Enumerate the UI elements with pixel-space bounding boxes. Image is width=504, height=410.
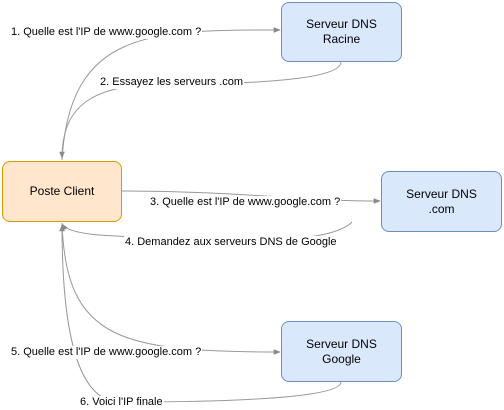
edge-5-label: 5. Quelle est l'IP de www.google.com ? bbox=[10, 346, 203, 359]
edge-4-label: 4. Demandez aux serveurs DNS de Google bbox=[124, 236, 338, 249]
root-dns-node-label: Serveur DNS Racine bbox=[306, 17, 377, 46]
edge-6-label: 6. Voici l'IP finale bbox=[79, 396, 164, 409]
edge-2-label: 2. Essayez les serveurs .com bbox=[99, 76, 245, 89]
root-dns-node: Serveur DNS Racine bbox=[281, 2, 402, 62]
google-dns-node: Serveur DNS Google bbox=[281, 321, 402, 382]
com-dns-node: Serveur DNS .com bbox=[381, 171, 502, 232]
edge-5-client-to-google bbox=[61, 222, 281, 355]
client-node-label: Poste Client bbox=[29, 184, 95, 198]
com-dns-node-label: Serveur DNS .com bbox=[406, 186, 477, 216]
edge-1-client-to-root bbox=[61, 27, 281, 161]
client-node: Poste Client bbox=[2, 161, 122, 222]
google-dns-node-label: Serveur DNS Google bbox=[306, 336, 377, 366]
edge-3-label: 3. Quelle est l'IP de www.google.com ? bbox=[149, 196, 342, 209]
edge-1-label: 1. Quelle est l'IP de www.google.com ? bbox=[10, 26, 203, 39]
